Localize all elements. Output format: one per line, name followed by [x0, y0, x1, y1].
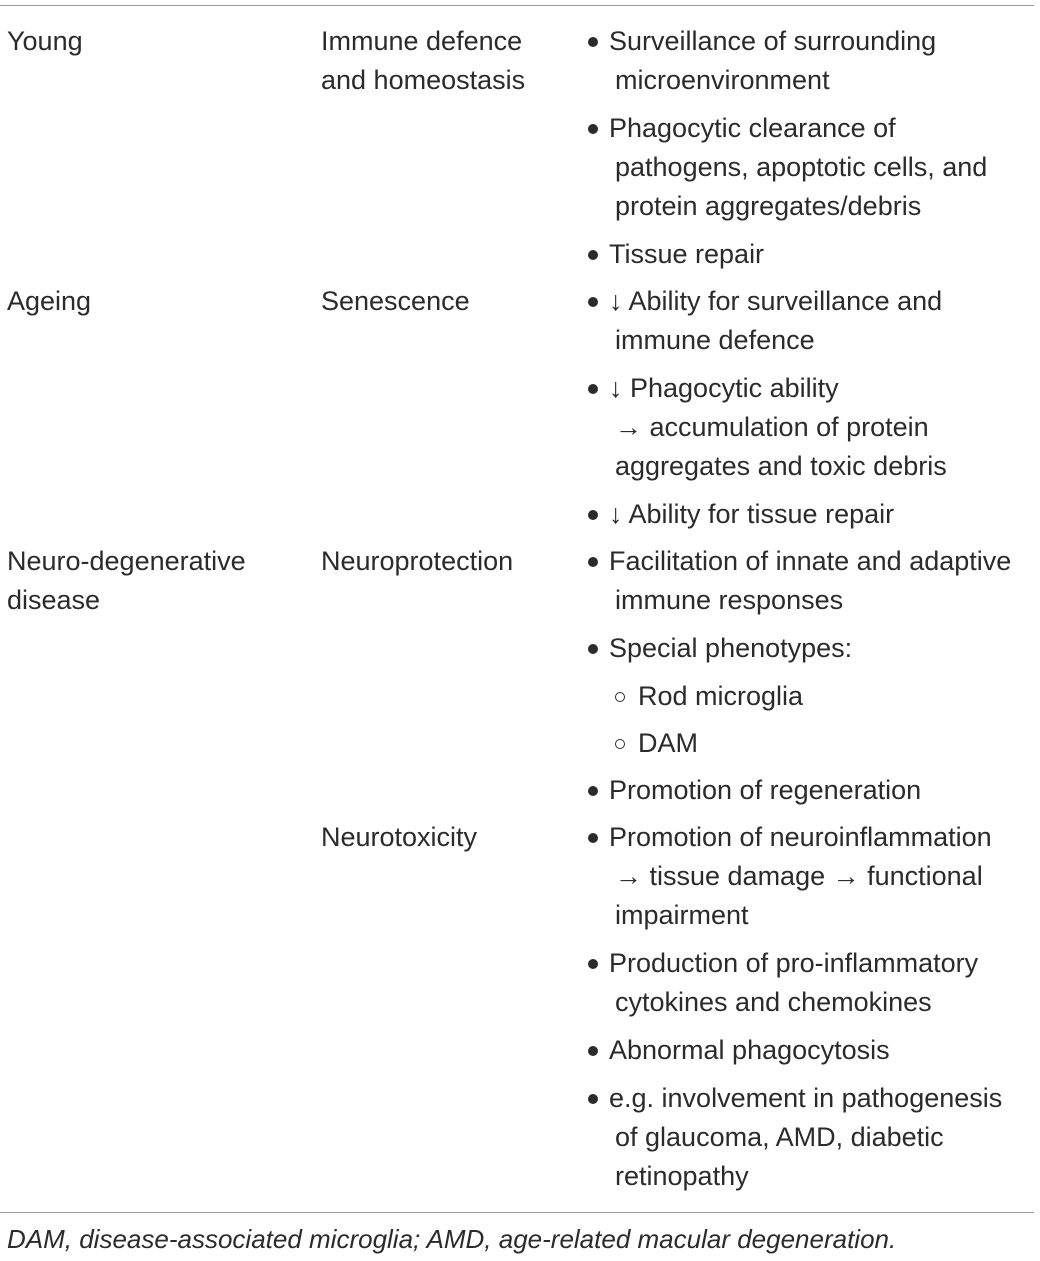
bullet-icon [588, 1046, 598, 1056]
stage-label: disease [7, 585, 101, 615]
bullet-icon [588, 124, 598, 134]
role-cell-senescence: Senescence [321, 282, 470, 321]
item-line: microenvironment [615, 65, 830, 95]
item-line: protein aggregates/debris [615, 191, 922, 221]
sub-list-item: Rod microglia [615, 677, 803, 716]
list-item: ↓ Ability for surveillance and immune de… [588, 282, 942, 360]
bullet-icon [588, 786, 598, 796]
item-line: Facilitation of innate and adaptive [609, 546, 1012, 576]
bullet-icon [588, 1094, 598, 1104]
list-item: Production of pro-inflammatory cytokines… [588, 944, 978, 1022]
item-line: Special phenotypes: [609, 633, 853, 663]
stage-label: Neuro-degenerative [7, 546, 246, 576]
bullet-icon [588, 297, 598, 307]
list-item: e.g. involvement in pathogenesis of glau… [588, 1079, 1002, 1196]
ring-bullet-icon [615, 739, 625, 749]
table-top-rule [0, 5, 1034, 6]
bullet-icon [588, 510, 598, 520]
bullet-icon [588, 644, 598, 654]
sub-list-item: DAM [615, 724, 698, 763]
item-line: ↓ Phagocytic ability [609, 373, 839, 403]
bullet-icon [588, 384, 598, 394]
item-line: immune defence [615, 325, 815, 355]
stage-label: Young [7, 26, 83, 56]
list-item: Surveillance of surrounding microenviron… [588, 22, 936, 100]
list-item: Facilitation of innate and adaptive immu… [588, 542, 1011, 620]
bullet-icon [588, 557, 598, 567]
role-label: Senescence [321, 286, 470, 316]
item-line: immune responses [615, 585, 844, 615]
list-item: Special phenotypes: [588, 629, 852, 668]
item-line: ↓ Ability for surveillance and [609, 286, 943, 316]
list-item: Promotion of regeneration [588, 771, 921, 810]
item-line: → tissue damage → functional [615, 861, 983, 891]
sub-item-text: DAM [638, 728, 698, 758]
item-line: Promotion of neuroinflammation [609, 822, 992, 852]
role-label: Neurotoxicity [321, 822, 478, 852]
item-line: Surveillance of surrounding [609, 26, 937, 56]
item-line: cytokines and chemokines [615, 987, 932, 1017]
item-line: Promotion of regeneration [609, 775, 922, 805]
bullet-icon [588, 250, 598, 260]
item-line: Abnormal phagocytosis [609, 1035, 890, 1065]
item-line: Phagocytic clearance of [609, 113, 896, 143]
role-cell-neurotoxicity: Neurotoxicity [321, 818, 477, 857]
sub-item-text: Rod microglia [638, 681, 804, 711]
stage-cell-neurodegenerative-disease: Neuro-degenerative disease [7, 542, 246, 620]
list-item: Promotion of neuroinflammation → tissue … [588, 818, 992, 935]
role-label: Neuroprotection [321, 546, 514, 576]
item-line: Tissue repair [609, 239, 765, 269]
stage-cell-ageing: Ageing [7, 282, 91, 321]
bullet-icon [588, 959, 598, 969]
stage-cell-young: Young [7, 22, 83, 61]
item-line: ↓ Ability for tissue repair [609, 499, 895, 529]
item-line: impairment [615, 900, 749, 930]
item-line: e.g. involvement in pathogenesis [609, 1083, 1003, 1113]
list-item: ↓ Ability for tissue repair [588, 495, 894, 534]
item-line: retinopathy [615, 1161, 749, 1191]
bullet-icon [588, 37, 598, 47]
table-bottom-rule [0, 1212, 1034, 1213]
table-footnote: DAM, disease-associated microglia; AMD, … [7, 1224, 897, 1254]
role-cell-neuroprotection: Neuroprotection [321, 542, 513, 581]
ring-bullet-icon [615, 692, 625, 702]
item-line: aggregates and toxic debris [615, 451, 947, 481]
list-item: Phagocytic clearance of pathogens, apopt… [588, 109, 987, 226]
list-item: Abnormal phagocytosis [588, 1031, 890, 1070]
stage-label: Ageing [7, 286, 92, 316]
list-item: ↓ Phagocytic ability → accumulation of p… [588, 369, 947, 486]
role-cell-immune-defence: Immune defence and homeostasis [321, 22, 525, 100]
item-line: of glaucoma, AMD, diabetic [615, 1122, 944, 1152]
item-line: pathogens, apoptotic cells, and [615, 152, 988, 182]
item-line: Production of pro-inflammatory [609, 948, 979, 978]
item-line: → accumulation of protein [615, 412, 929, 442]
bullet-icon [588, 833, 598, 843]
role-label: Immune defence [321, 26, 523, 56]
role-label: and homeostasis [321, 65, 526, 95]
list-item: Tissue repair [588, 235, 764, 274]
